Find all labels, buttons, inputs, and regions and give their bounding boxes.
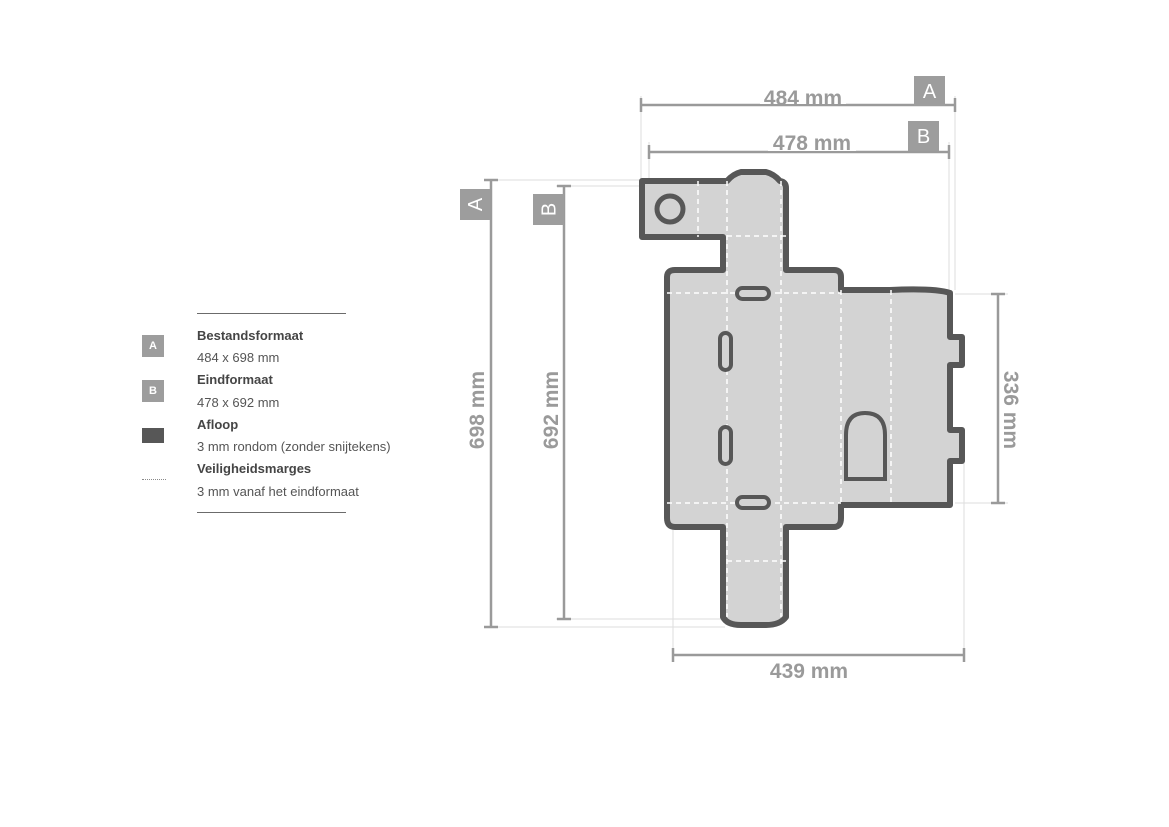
badge-left-b (533, 194, 564, 225)
left-a-label-bg (470, 365, 488, 455)
left-b-label-bg (543, 365, 561, 455)
legend-desc-eindformaat: 478 x 692 mm (197, 395, 280, 410)
badge-top-a-letter: A (923, 81, 937, 103)
dimension-left-a-label: 698 mm (466, 371, 489, 449)
box-dieline-outline (639, 169, 965, 628)
legend-desc-bestandsformaat: 484 x 698 mm (197, 350, 280, 365)
legend-desc-veiligheidsmarges: 3 mm vanaf het eindformaat (197, 484, 359, 499)
legend-marker-a: A (142, 335, 164, 357)
slot-lower-side (718, 425, 733, 466)
dimension-top-b-label: 478 mm (773, 132, 851, 155)
dimension-lines (484, 98, 1005, 662)
legend-bottom-rule (197, 512, 346, 513)
badge-left-a-letter: A (465, 197, 487, 211)
top-a-label-bg (760, 86, 846, 104)
slot-top (735, 286, 771, 301)
dimension-bottom-label: 439 mm (770, 660, 848, 683)
legend-marker-b: B (142, 380, 164, 402)
legend-title-veiligheidsmarges: Veiligheidsmarges (197, 461, 312, 476)
arch-window (844, 410, 887, 481)
badge-top-b (908, 121, 939, 151)
badge-left-a (460, 189, 490, 220)
legend-top-rule (197, 313, 346, 314)
badge-top-b-letter: B (917, 126, 930, 148)
legend-margin-dots (142, 479, 166, 480)
legend: A Bestandsformaat 484 x 698 mm B Eindfor… (0, 0, 460, 827)
slot-bottom (735, 495, 771, 510)
legend-title-bestandsformaat: Bestandsformaat (197, 328, 304, 343)
dimension-right-label: 336 mm (999, 371, 1022, 449)
dimension-top-a-label: 484 mm (764, 87, 842, 110)
fold-lines (667, 181, 892, 617)
badge-top-a (914, 76, 945, 106)
legend-bleed-swatch (142, 428, 164, 443)
legend-title-afloop: Afloop (197, 417, 239, 432)
legend-title-eindformaat: Eindformaat (197, 372, 273, 387)
slot-upper-side (718, 331, 733, 372)
legend-desc-afloop: 3 mm rondom (zonder snijtekens) (197, 439, 391, 454)
dimension-left-b-label: 692 mm (540, 371, 563, 449)
hanger-hole (654, 193, 686, 225)
top-b-label-bg (768, 133, 856, 151)
badge-left-b-letter: B (539, 203, 561, 216)
